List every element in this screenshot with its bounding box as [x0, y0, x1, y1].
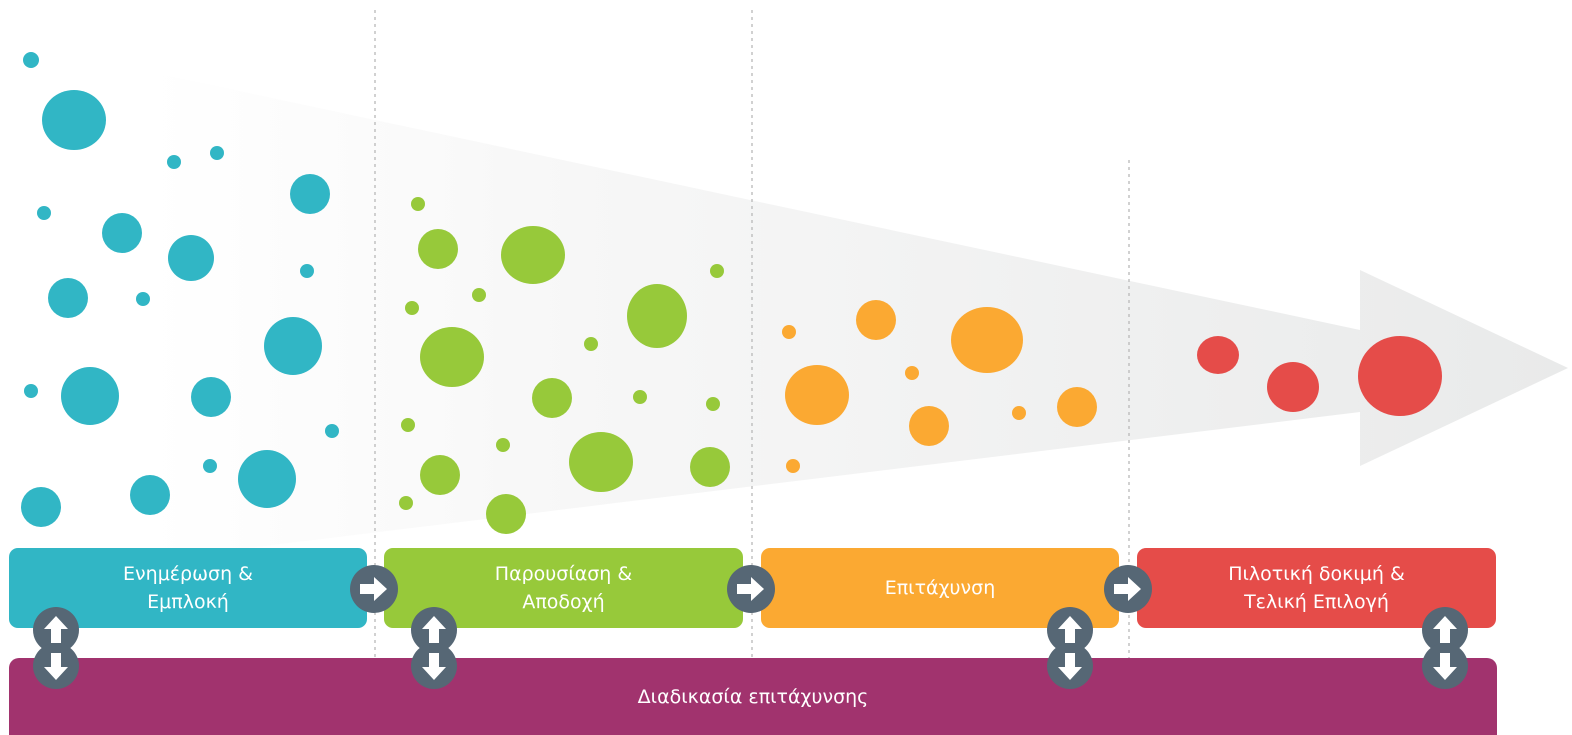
- bubble: [264, 317, 322, 375]
- bubble: [690, 447, 730, 487]
- bubble: [238, 450, 296, 508]
- bubble: [418, 229, 458, 269]
- up-down-arrows-icon[interactable]: [410, 606, 458, 690]
- bubble: [325, 424, 339, 438]
- bubble: [300, 264, 314, 278]
- arrow-right-icon[interactable]: [350, 565, 398, 613]
- stage-label: Παρουσίαση & Αποδοχή: [494, 563, 633, 613]
- bubble: [584, 337, 598, 351]
- bubble: [23, 52, 39, 68]
- bubble: [532, 378, 572, 418]
- bubble: [905, 366, 919, 380]
- bubble: [191, 377, 231, 417]
- bubble: [633, 390, 647, 404]
- stage-dividers: [374, 10, 1130, 660]
- bubble: [167, 155, 181, 169]
- bubble: [1267, 362, 1319, 412]
- bubble: [472, 288, 486, 302]
- bubbles-group: [21, 52, 1442, 534]
- bubble: [401, 418, 415, 432]
- bubble: [1197, 336, 1239, 374]
- bubble: [102, 213, 142, 253]
- bubble: [1358, 336, 1442, 416]
- bubble: [856, 300, 896, 340]
- bubble: [210, 146, 224, 160]
- up-down-arrows-icon[interactable]: [32, 606, 80, 690]
- bubble: [486, 494, 526, 534]
- stage-label: Πιλοτική δοκιμή & Τελική Επιλογή: [1228, 563, 1405, 613]
- arrow-right-icon[interactable]: [727, 565, 775, 613]
- bubble: [290, 174, 330, 214]
- bubble: [1012, 406, 1026, 420]
- bubble: [786, 459, 800, 473]
- bubble: [785, 365, 849, 425]
- bubble: [706, 397, 720, 411]
- arrow-right-icon[interactable]: [1104, 565, 1152, 613]
- bubble: [1057, 387, 1097, 427]
- bubble: [501, 226, 565, 284]
- bubble: [24, 384, 38, 398]
- bubble: [61, 367, 119, 425]
- up-down-arrows-icon[interactable]: [1421, 606, 1469, 690]
- up-down-arrows-icon[interactable]: [1046, 606, 1094, 690]
- bubble: [627, 284, 687, 348]
- bubble: [420, 327, 484, 387]
- process-bar-label: Διαδικασία επιτάχυνσης: [637, 685, 869, 708]
- stage-label: Ενημέρωση & Εμπλοκή: [123, 563, 253, 613]
- bubble: [130, 475, 170, 515]
- bubble: [168, 235, 214, 281]
- bubble: [399, 496, 413, 510]
- bubble: [405, 301, 419, 315]
- bubble: [909, 406, 949, 446]
- bubble: [48, 278, 88, 318]
- bubble: [569, 432, 633, 492]
- bubble: [710, 264, 724, 278]
- bubble: [37, 206, 51, 220]
- bubble: [42, 90, 106, 150]
- stage-label: Επιτάχυνση: [884, 577, 996, 599]
- bubble: [496, 438, 510, 452]
- acceleration-process-bar: Διαδικασία επιτάχυνσης: [9, 658, 1497, 735]
- bubble: [203, 459, 217, 473]
- bubble: [782, 325, 796, 339]
- bubble: [951, 307, 1023, 373]
- bubble: [136, 292, 150, 306]
- bubble: [420, 455, 460, 495]
- bubble: [21, 487, 61, 527]
- bubble: [411, 197, 425, 211]
